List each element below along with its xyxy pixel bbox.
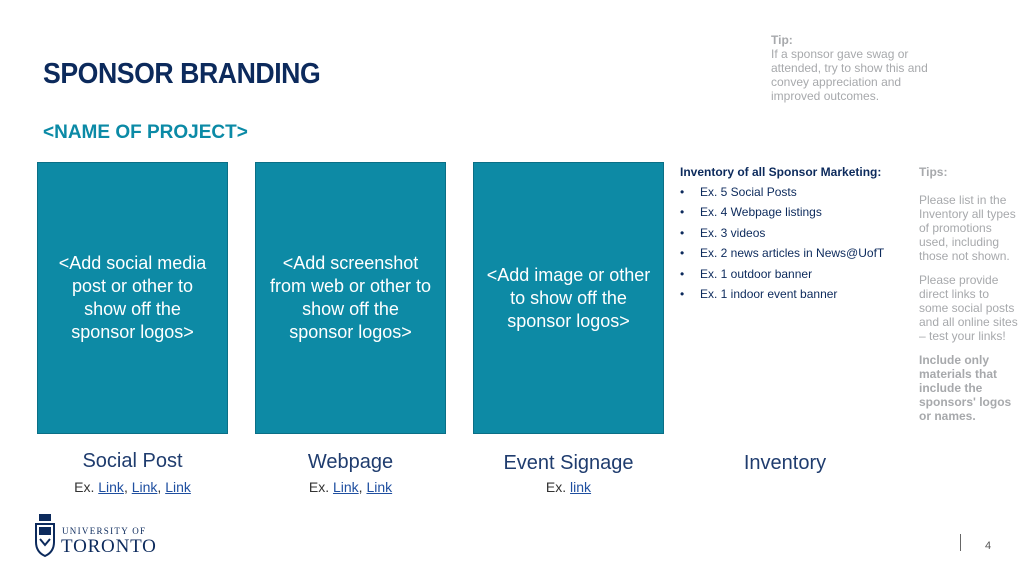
social-post-caption: Social Post (82, 450, 183, 472)
webpage-placeholder-text: <Add screenshot from web or other to sho… (269, 253, 432, 342)
social-link-2[interactable]: Link (131, 479, 158, 495)
social-link-3[interactable]: Link (165, 479, 191, 495)
social-post-placeholder[interactable]: <Add social media post or other to show … (37, 162, 228, 434)
project-name: <NAME OF PROJECT> (43, 122, 248, 143)
links-prefix: Ex. (308, 479, 330, 495)
event-signage-placeholder[interactable]: <Add image or other to show off the spon… (473, 162, 664, 434)
inventory-item: Ex. 5 Social Posts (680, 185, 920, 199)
inventory-item: Ex. 3 videos (680, 226, 920, 240)
logo-university-of: UNIVERSITY OF (62, 526, 147, 536)
footer-divider (960, 534, 961, 551)
inventory-item: Ex. 1 indoor event banner (680, 287, 920, 301)
webpage-links: Ex. Link, Link (308, 479, 393, 495)
page-title: SPONSOR BRANDING (43, 58, 321, 90)
tips-sidebar: Tips: Please list in the Inventory all t… (919, 165, 1019, 433)
inventory-item: Ex. 4 Webpage listings (680, 205, 920, 219)
inventory-item: Ex. 2 news articles in News@UofT (680, 246, 920, 260)
social-post-placeholder-text: <Add social media post or other to show … (58, 253, 207, 342)
tips-heading: Tips: (919, 165, 948, 179)
inventory-heading: Inventory of all Sponsor Marketing: (680, 165, 882, 179)
social-post-links: Ex. Link, Link, Link (74, 479, 191, 495)
social-link-1[interactable]: Link (98, 479, 124, 495)
tip-inventory: Please list in the Inventory all types o… (919, 193, 1016, 263)
tip-note: Tip: If a sponsor gave swag or attended,… (771, 33, 951, 103)
logo-toronto: TORONTO (61, 536, 157, 557)
webpage-placeholder[interactable]: <Add screenshot from web or other to sho… (255, 162, 446, 434)
event-signage-placeholder-text: <Add image or other to show off the spon… (486, 264, 651, 331)
webpage-link-1[interactable]: Link (332, 479, 359, 495)
event-signage-links: Ex. link (473, 479, 664, 495)
event-signage-caption: Event Signage (503, 452, 634, 474)
inventory-caption: Inventory (743, 452, 827, 474)
tip-heading: Tip: (771, 33, 793, 47)
page-number: 4 (985, 540, 992, 552)
tip-materials: Include only materials that include the … (919, 353, 1012, 423)
inventory-item: Ex. 1 outdoor banner (680, 267, 920, 281)
links-prefix: Ex. (545, 479, 567, 495)
tip-links: Please provide direct links to some soci… (919, 273, 1018, 343)
signage-link-1[interactable]: link (570, 479, 592, 495)
tip-body: If a sponsor gave swag or attended, try … (771, 47, 928, 103)
university-crest-icon (35, 514, 55, 558)
webpage-caption: Webpage (307, 451, 394, 473)
inventory-list: Inventory of all Sponsor Marketing: Ex. … (680, 165, 920, 307)
links-prefix: Ex. (74, 479, 95, 495)
webpage-link-2[interactable]: Link (366, 479, 393, 495)
